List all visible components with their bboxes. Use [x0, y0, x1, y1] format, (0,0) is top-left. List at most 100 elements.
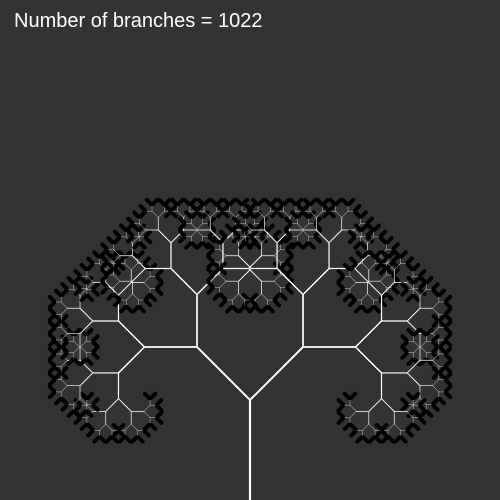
leaf-tip: [346, 197, 356, 207]
branch: [432, 308, 440, 315]
leaf-tip: [54, 397, 63, 406]
branch-count-prefix: Number of branches =: [14, 10, 213, 32]
leaf-tip: [212, 267, 221, 276]
leaf-tip: [372, 223, 381, 232]
leaf-tip: [406, 357, 415, 366]
leaf-tip: [443, 332, 453, 342]
leaf-tip: [85, 357, 94, 366]
leaf-tip: [275, 204, 284, 213]
leaf-tip: [123, 435, 133, 444]
leaf-tip: [443, 338, 453, 348]
branch: [132, 255, 146, 269]
leaf-tip: [244, 204, 253, 213]
branch: [406, 372, 421, 387]
leaf-tip: [112, 261, 121, 270]
leaf-tip: [117, 435, 127, 444]
leaf-tip: [47, 359, 57, 368]
branch: [196, 229, 203, 237]
leaf-tip: [47, 307, 57, 316]
leaf-tip: [79, 262, 88, 272]
leaf-tip: [60, 366, 69, 375]
branch: [158, 210, 165, 218]
leaf-tip: [54, 371, 63, 380]
leaf-tip: [125, 305, 134, 314]
leaf-tip: [85, 391, 95, 401]
leaf-tip: [157, 197, 166, 207]
branch: [254, 293, 262, 301]
branch: [124, 423, 132, 431]
leaf-tip: [366, 305, 375, 314]
branch: [139, 223, 146, 231]
leaf-tip: [270, 210, 279, 219]
leaf-tip: [302, 197, 312, 207]
branch: [143, 404, 151, 412]
leaf-tip: [155, 410, 164, 419]
leaf-tip: [285, 273, 294, 283]
branch: [219, 274, 227, 282]
branch: [354, 229, 361, 237]
leaf-tip: [112, 298, 122, 308]
leaf-tip: [336, 275, 345, 284]
branch: [254, 236, 262, 244]
leaf-tip: [79, 409, 88, 418]
leaf-tip: [176, 197, 185, 207]
leaf-tip: [178, 229, 187, 238]
leaf-tip: [132, 210, 141, 219]
leaf-tip: [266, 305, 275, 314]
branch: [381, 282, 395, 296]
leaf-tip: [425, 409, 434, 418]
leaf-tip: [437, 397, 446, 406]
leaf-tip: [206, 242, 215, 251]
leaf-tip: [54, 345, 63, 354]
leaf-tip: [342, 293, 352, 303]
leaf-tip: [437, 371, 446, 380]
branch: [219, 255, 227, 263]
leaf-tip: [60, 403, 69, 412]
leaf-tip: [322, 204, 331, 213]
branch: [248, 268, 262, 282]
leaf-tip: [143, 298, 153, 308]
leaf-tip: [143, 229, 153, 238]
leaf-tip: [119, 305, 128, 314]
leaf-tip: [207, 229, 216, 238]
leaf-tip: [322, 210, 331, 219]
branch: [113, 249, 121, 256]
leaf-tip: [443, 378, 453, 387]
leaf-tip: [336, 397, 345, 407]
leaf-tip: [85, 409, 94, 418]
branch: [191, 223, 198, 231]
branch: [117, 346, 146, 374]
branch: [394, 263, 401, 271]
leaf-tip: [296, 241, 305, 250]
branch: [406, 411, 414, 418]
leaf-tip: [400, 351, 409, 360]
leaf-tip: [290, 241, 299, 250]
branch: [73, 346, 81, 353]
leaf-tip: [249, 235, 259, 245]
leaf-tip: [216, 210, 225, 219]
leaf-tip: [119, 223, 128, 232]
branch: [367, 293, 374, 301]
branch: [195, 345, 251, 401]
leaf-tip: [412, 422, 421, 432]
leaf-tip: [373, 250, 383, 259]
branch: [249, 345, 305, 401]
leaf-tip: [380, 250, 390, 259]
leaf-tip: [393, 250, 402, 259]
leaf-tip: [137, 223, 146, 232]
leaf-tip: [367, 435, 377, 444]
leaf-tip: [148, 293, 158, 303]
leaf-tip: [130, 435, 139, 444]
leaf-tip: [279, 236, 288, 245]
branch: [273, 280, 281, 288]
leaf-tip: [360, 223, 369, 232]
leaf-tip: [130, 250, 139, 259]
leaf-tip: [47, 294, 57, 304]
leaf-tip: [361, 250, 370, 259]
leaf-tip: [259, 235, 268, 244]
leaf-tip: [73, 404, 82, 413]
leaf-tip: [374, 262, 383, 271]
branch: [79, 341, 87, 348]
